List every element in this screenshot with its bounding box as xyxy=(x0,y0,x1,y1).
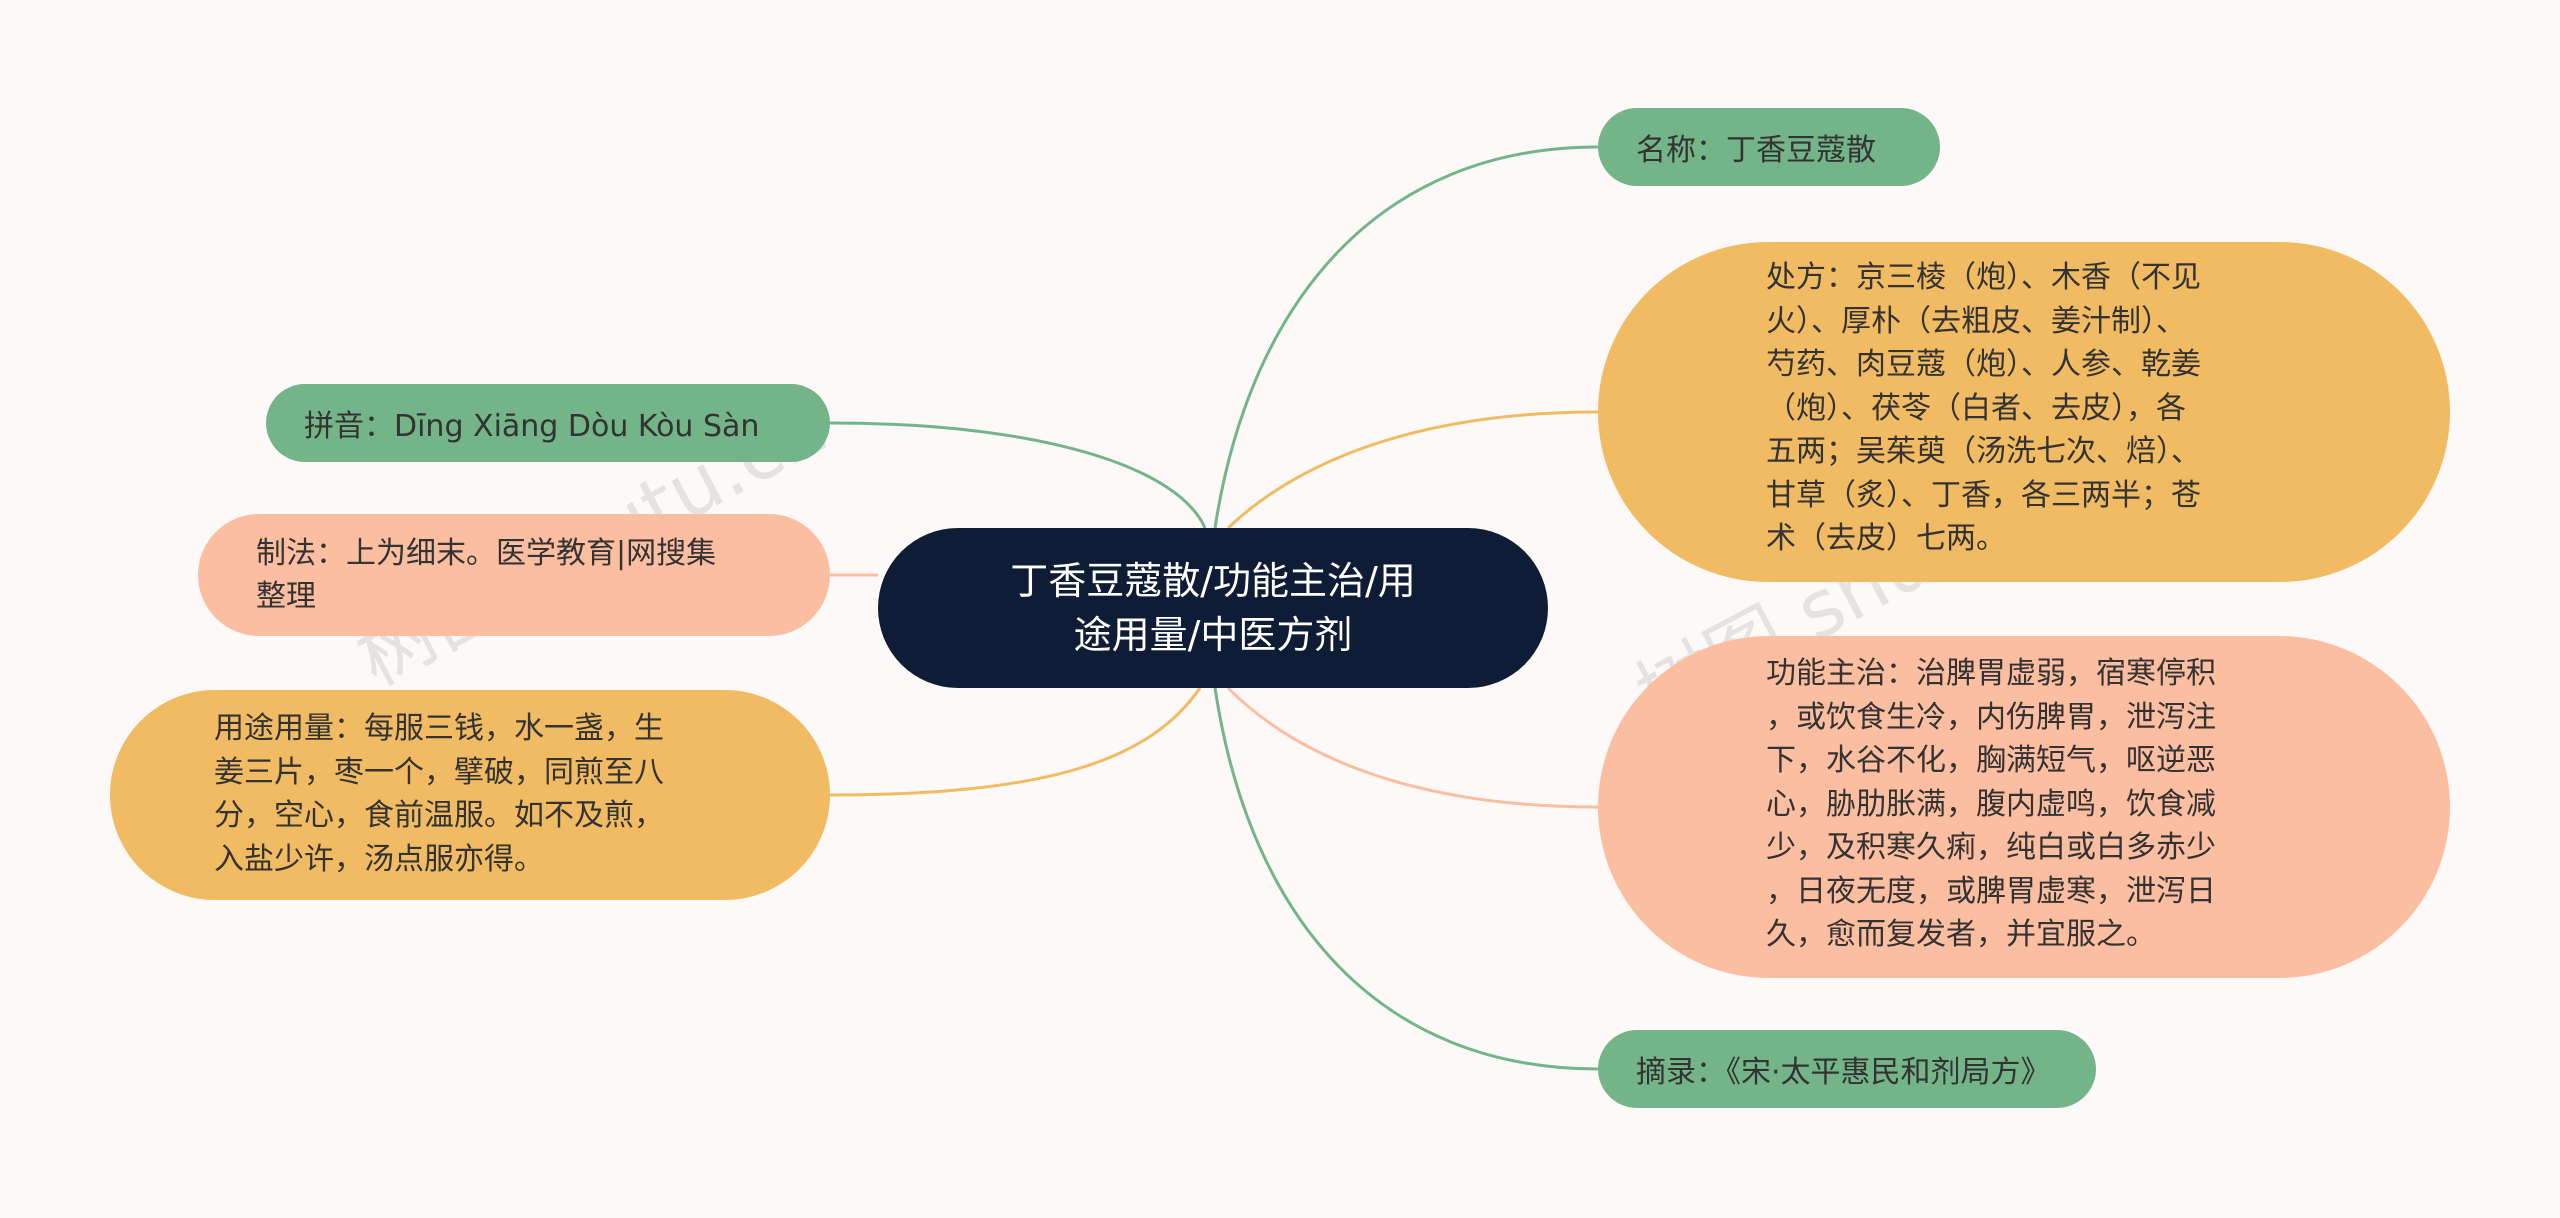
node-recipe[interactable]: 处方：京三棱（炮）、木香（不见 火）、厚朴（去粗皮、姜汁制）、 芍药、肉豆蔻（炮… xyxy=(1598,242,2450,582)
center-topic-label: 丁香豆蔻散/功能主治/用 途用量/中医方剂 xyxy=(1010,559,1416,657)
node-effect-label: 功能主治：治脾胃虚弱，宿寒停积 ，或饮食生冷，内伤脾胃，泄泻注 下，水谷不化，胸… xyxy=(1766,656,2216,952)
connector-pinyin xyxy=(829,421,1207,529)
node-effect[interactable]: 功能主治：治脾胃虚弱，宿寒停积 ，或饮食生冷，内伤脾胃，泄泻注 下，水谷不化，胸… xyxy=(1598,636,2450,978)
node-usage[interactable]: 用途用量：每服三钱，水一盏，生 姜三片，枣一个，擘破，同煎至八 分，空心，食前温… xyxy=(110,690,830,900)
connector-source xyxy=(1213,687,1599,1071)
node-recipe-label: 处方：京三棱（炮）、木香（不见 火）、厚朴（去粗皮、姜汁制）、 芍药、肉豆蔻（炮… xyxy=(1766,260,2201,556)
node-name-label: 名称：丁香豆蔻散 xyxy=(1636,133,1876,168)
node-usage-label: 用途用量：每服三钱，水一盏，生 姜三片，枣一个，擘破，同煎至八 分，空心，食前温… xyxy=(214,711,664,877)
node-pinyin[interactable]: 拼音：Dīng Xiāng Dòu Kòu Sàn xyxy=(266,384,830,462)
node-pinyin-label: 拼音：Dīng Xiāng Dòu Kòu Sàn xyxy=(304,409,760,444)
center-topic-node[interactable]: 丁香豆蔻散/功能主治/用 途用量/中医方剂 xyxy=(878,528,1548,688)
connector-effect xyxy=(1226,686,1599,809)
node-method[interactable]: 制法：上为细末。医学教育|网搜集 整理 xyxy=(198,514,830,636)
node-source-label: 摘录：《宋·太平惠民和剂局方》 xyxy=(1636,1055,2051,1090)
node-source[interactable]: 摘录：《宋·太平惠民和剂局方》 xyxy=(1598,1030,2096,1108)
connector-usage xyxy=(829,687,1202,797)
node-name[interactable]: 名称：丁香豆蔻散 xyxy=(1598,108,1940,186)
connector-name xyxy=(1213,145,1599,529)
connector-recipe xyxy=(1226,410,1599,530)
node-method-label: 制法：上为细末。医学教育|网搜集 整理 xyxy=(256,536,717,614)
